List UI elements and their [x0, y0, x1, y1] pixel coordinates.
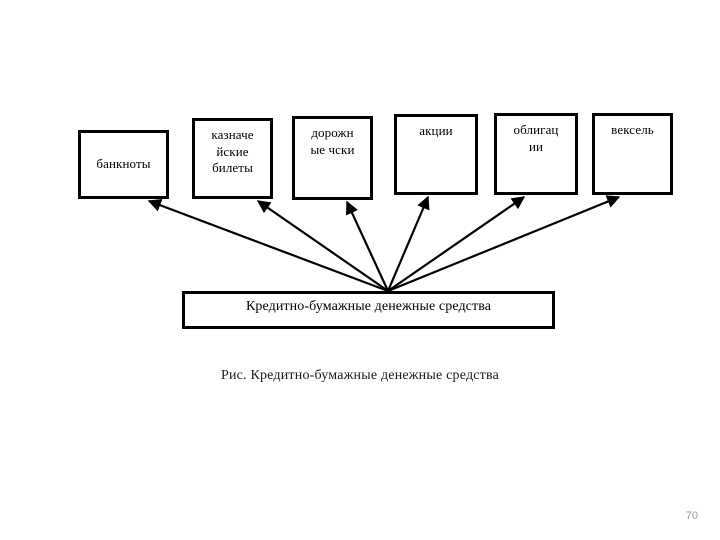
- root-box-credit-paper-money[interactable]: Кредитно-бумажные денежные средства: [182, 291, 555, 329]
- node-label-treasury-bills: казначе йские билеты: [211, 127, 254, 176]
- node-box-travelers-cheques[interactable]: дорожн ые чски: [292, 116, 373, 200]
- node-box-banknoty[interactable]: банкноты: [78, 130, 169, 199]
- node-box-bonds[interactable]: облигац ии: [494, 113, 578, 195]
- node-label-promissory-note: вексель: [611, 122, 654, 137]
- arrow-to-node-obligacii: [387, 196, 526, 292]
- node-label-shares: акции: [419, 123, 453, 138]
- node-label-bonds: облигац ии: [513, 122, 559, 154]
- arrow-to-node-kaznach: [256, 200, 389, 292]
- page-number: 70: [685, 510, 698, 522]
- node-box-shares[interactable]: акции: [394, 114, 478, 195]
- arrow-to-node-cheki: [345, 200, 389, 292]
- node-label-banknoty: банкноты: [96, 156, 151, 172]
- arrow-group: [147, 195, 621, 293]
- arrow-to-node-veksel: [387, 195, 621, 293]
- arrow-to-node-banknoty: [147, 199, 389, 293]
- root-box-label: Кредитно-бумажные денежные средства: [245, 299, 492, 314]
- node-box-promissory-note[interactable]: вексель: [592, 113, 673, 195]
- figure-caption: Рис. Кредитно-бумажные денежные средства: [220, 368, 500, 383]
- node-box-treasury-bills[interactable]: казначе йские билеты: [192, 118, 273, 199]
- arrow-to-node-akcii: [386, 195, 430, 292]
- node-label-travelers-cheques: дорожн ые чски: [310, 125, 355, 157]
